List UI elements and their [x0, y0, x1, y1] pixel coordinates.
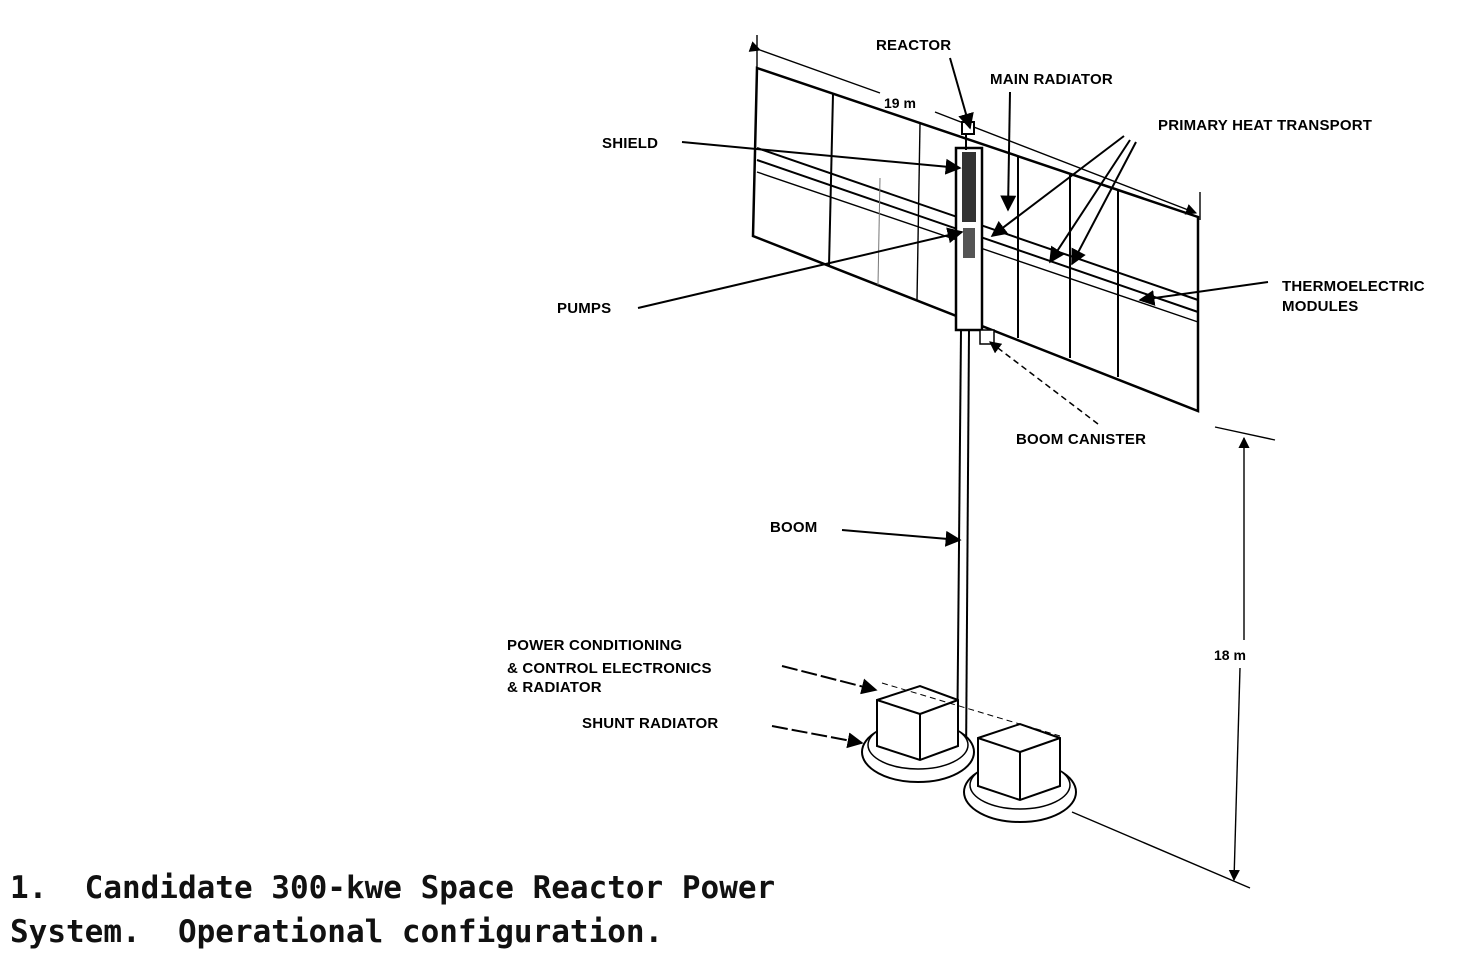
caption-line-1: 1. Candidate 300-kwe Space Reactor Power [10, 870, 776, 906]
caption-line-2: System. Operational configuration. [10, 914, 664, 950]
label-boom-canister: BOOM CANISTER [1016, 431, 1146, 448]
label-reactor: REACTOR [876, 37, 951, 54]
dim-18m-label: 18 m [1214, 647, 1246, 663]
dimension-18m: 18 m [1071, 426, 1276, 889]
label-power-conditioning-3: & RADIATOR [507, 679, 602, 696]
label-thermoelectric-2: MODULES [1282, 298, 1358, 315]
power-conditioning-module [861, 684, 975, 783]
boom [956, 329, 970, 763]
dimension-19m: 19 m [748, 35, 1201, 220]
label-shield: SHIELD [602, 135, 658, 152]
label-power-conditioning-1: POWER CONDITIONING [507, 637, 682, 654]
label-boom: BOOM [770, 519, 817, 536]
label-primary-heat-transport: PRIMARY HEAT TRANSPORT [1158, 117, 1372, 134]
leader-lines [637, 57, 1269, 749]
label-power-conditioning-2: & CONTROL ELECTRONICS [507, 660, 712, 677]
label-thermoelectric-1: THERMOELECTRIC [1282, 278, 1425, 295]
label-shunt-radiator: SHUNT RADIATOR [582, 715, 718, 732]
label-pumps: PUMPS [557, 300, 611, 317]
label-main-radiator: MAIN RADIATOR [990, 71, 1113, 88]
shunt-radiator-module [881, 682, 1077, 823]
figure-caption: 1. Candidate 300-kwe Space Reactor Power… [10, 866, 775, 954]
dim-19m-label: 19 m [884, 95, 916, 111]
